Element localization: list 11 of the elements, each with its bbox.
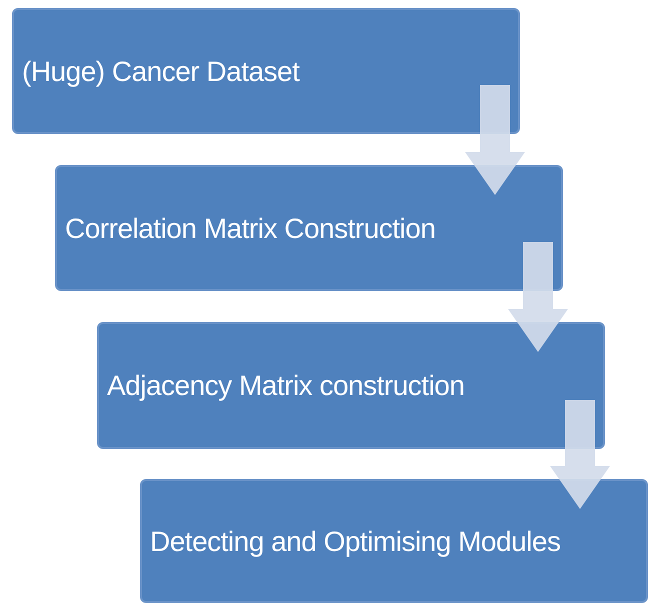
process-box [97, 322, 605, 449]
process-box [12, 8, 520, 134]
process-box [140, 479, 648, 603]
step-label: (Huge) Cancer Dataset [22, 54, 301, 88]
block-arrow [508, 242, 568, 352]
block-arrow [550, 400, 610, 509]
step-label: Adjacency Matrix construction [107, 369, 466, 403]
process-box [55, 165, 563, 291]
block-arrow [465, 85, 525, 195]
step-label: Detecting and Optimising Modules [150, 524, 562, 558]
step-label: Correlation Matrix Construction [65, 212, 436, 246]
